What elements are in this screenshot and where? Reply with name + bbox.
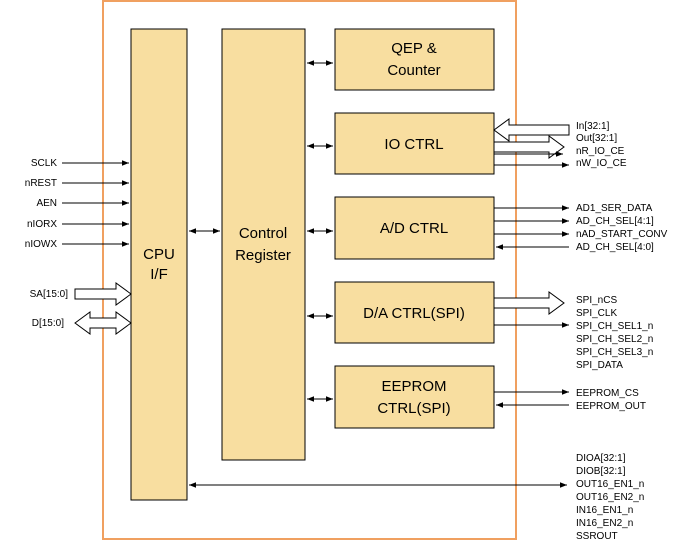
signal-label-ad1-ser-data: AD1_SER_DATA xyxy=(576,203,653,214)
qep-counter-label-2: Counter xyxy=(387,62,440,79)
control-register-label-1: Control xyxy=(239,225,287,242)
control-register-label-2: Register xyxy=(235,247,291,264)
signal-label-ad-ch-sel-40: AD_CH_SEL[4:0] xyxy=(576,242,654,253)
signal-label-nrest: nREST xyxy=(25,178,57,189)
cpu-if-label-1: CPU xyxy=(143,246,175,263)
bus-label-d: D[15:0] xyxy=(32,318,64,329)
eeprom-ctrl-label-1: EEPROM xyxy=(381,378,446,395)
eeprom-ctrl-label-2: CTRL(SPI) xyxy=(377,400,450,417)
bus-arrow-d xyxy=(74,311,132,335)
signal-label-eeprom-cs: EEPROM_CS xyxy=(576,388,639,399)
signal-label-in: In[32:1] xyxy=(576,121,610,132)
signal-label-sclk: SCLK xyxy=(31,158,57,169)
signal-label-diob: DIOB[32:1] xyxy=(576,466,626,477)
signal-label-ssrout: SSROUT xyxy=(576,531,618,542)
signal-label-niowx: nIOWX xyxy=(25,239,58,250)
signal-label-spi-ch-sel3: SPI_CH_SEL3_n xyxy=(576,347,653,358)
signal-label-spi-ncs: SPI_nCS xyxy=(576,295,617,306)
da-ctrl-label: D/A CTRL(SPI) xyxy=(363,305,465,322)
signal-label-ad-ch-sel-41: AD_CH_SEL[4:1] xyxy=(576,216,654,227)
bus-arrow-out xyxy=(493,135,565,159)
eeprom-ctrl-block: EEPROM CTRL(SPI) xyxy=(334,365,495,429)
signal-label-dioa: DIOA[32:1] xyxy=(576,453,626,464)
bus-arrow-in xyxy=(493,118,570,142)
signal-label-spi-clk: SPI_CLK xyxy=(576,308,617,319)
io-ctrl-label: IO CTRL xyxy=(384,136,443,153)
qep-counter-label-1: QEP & xyxy=(391,40,437,57)
signal-label-spi-ch-sel2: SPI_CH_SEL2_n xyxy=(576,334,653,345)
cpu-if-block: CPU I/F xyxy=(130,28,188,501)
signal-label-spi-ch-sel1: SPI_CH_SEL1_n xyxy=(576,321,653,332)
signal-label-aen: AEN xyxy=(36,198,57,209)
signal-label-in16-en1: IN16_EN1_n xyxy=(576,505,633,516)
signal-label-out: Out[32:1] xyxy=(576,133,617,144)
signal-label-eeprom-out: EEPROM_OUT xyxy=(576,401,646,412)
signal-label-niorx: nIORX xyxy=(27,219,57,230)
io-ctrl-block: IO CTRL xyxy=(334,112,495,175)
bus-arrow-spi xyxy=(493,291,565,315)
da-ctrl-block: D/A CTRL(SPI) xyxy=(334,281,495,344)
ad-ctrl-label: A/D CTRL xyxy=(380,220,448,237)
bus-label-sa: SA[15:0] xyxy=(30,289,69,300)
cpu-if-label-2: I/F xyxy=(150,266,168,283)
signal-label-spi-data: SPI_DATA xyxy=(576,360,623,371)
signal-label-nw-io-ce: nW_IO_CE xyxy=(576,158,627,169)
signal-label-out16-en2: OUT16_EN2_n xyxy=(576,492,644,503)
ad-ctrl-block: A/D CTRL xyxy=(334,196,495,260)
signal-label-nad-start-conv: nAD_START_CONV xyxy=(576,229,668,240)
qep-counter-block: QEP & Counter xyxy=(334,28,495,91)
signal-label-in16-en2: IN16_EN2_n xyxy=(576,518,633,529)
bus-arrow-sa xyxy=(74,282,132,306)
control-register-block: Control Register xyxy=(221,28,306,461)
fpga-boundary xyxy=(102,0,517,540)
signal-label-nr-io-ce: nR_IO_CE xyxy=(576,146,625,157)
signal-label-out16-en1: OUT16_EN1_n xyxy=(576,479,644,490)
